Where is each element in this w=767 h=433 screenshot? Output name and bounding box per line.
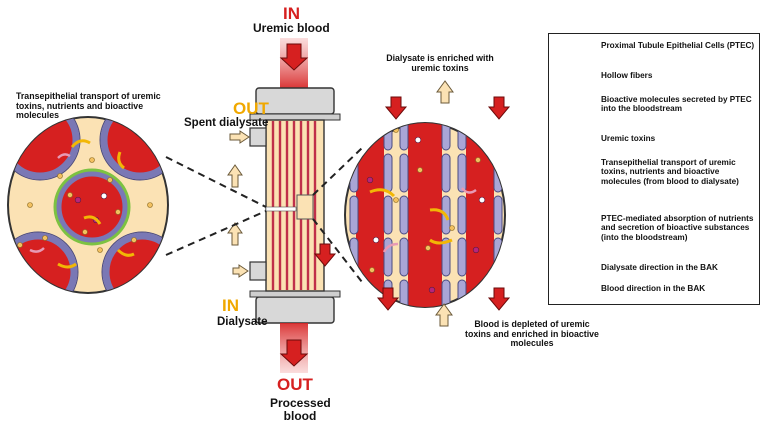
dialysate-inlet-port	[249, 261, 267, 281]
legend-item-bioactive-molecules: Bioactive molecules secreted by PTEC int…	[601, 95, 752, 114]
zoom-window	[296, 194, 314, 220]
processed-blood-label: Processed blood	[270, 396, 331, 424]
left-uremic-toxins	[17, 157, 153, 253]
fiber-cross-section-bottom-left	[8, 231, 79, 293]
fiber-cross-section-bottom-right	[101, 231, 168, 293]
top-in-label: IN	[283, 4, 300, 23]
bottom-out-label: OUT	[277, 375, 313, 394]
bottom-blood-arrow	[279, 339, 309, 367]
legend-item-blood-direction: Blood direction in the BAK	[601, 284, 706, 293]
left-in-label: IN	[222, 296, 239, 315]
dialysate-in-arrow	[232, 264, 249, 278]
dialysate-up-arrow-lower	[227, 222, 243, 246]
dialysate-up-arrow-top	[436, 80, 454, 104]
uremic-blood-label: Uremic blood	[253, 21, 330, 35]
legend-item-dialysate-direction: Dialysate direction in the BAK	[601, 263, 718, 272]
dialysate-up-arrow-upper	[227, 164, 243, 188]
left-transport-note: Transepithelial transport of uremic toxi…	[16, 91, 161, 121]
legend-item-uremic-toxins: Uremic toxins	[601, 134, 656, 143]
legend-item-transepithelial-transport: Transepithelial transport of uremic toxi…	[601, 158, 739, 186]
right-transport-arrows	[369, 188, 453, 245]
top-right-note: Dialysate is enriched with uremic toxins	[386, 53, 494, 73]
bottom-right-note: Blood is depleted of uremic toxins and e…	[465, 319, 599, 349]
blood-down-arrow-side	[313, 243, 337, 267]
dialysate-label: Dialysate	[217, 316, 268, 328]
left-cross-section	[7, 116, 169, 294]
fiber-cross-section-center	[53, 168, 131, 246]
legend-item-hollow-fibers: Hollow fibers	[601, 71, 653, 80]
legend: Proximal Tubule Epithelial Cells (PTEC) …	[548, 33, 760, 305]
left-absorption-arrows	[29, 153, 71, 253]
top-blood-arrow	[279, 43, 309, 71]
dialysate-out-arrow	[229, 130, 250, 144]
zoom-lines-left	[165, 156, 267, 256]
left-transport-arrows	[57, 139, 135, 269]
legend-item-ptec-absorption: PTEC-mediated absorption of nutrients an…	[601, 214, 754, 242]
right-blood-in-arrows	[376, 96, 511, 311]
right-bioactive-molecules	[366, 136, 486, 294]
dialysate-outlet-port	[249, 127, 267, 147]
right-absorption-arrows	[382, 187, 477, 253]
dialysate-up-arrow-bottom	[435, 303, 453, 327]
spent-dialysate-label: Spent dialysate	[184, 117, 269, 129]
zoom-lines-right	[312, 147, 363, 283]
left-out-label: OUT	[233, 99, 269, 118]
cartridge-bottom-cap	[255, 296, 335, 324]
legend-item-ptec: Proximal Tubule Epithelial Cells (PTEC)	[601, 41, 755, 50]
right-longitudinal-section	[344, 122, 506, 308]
